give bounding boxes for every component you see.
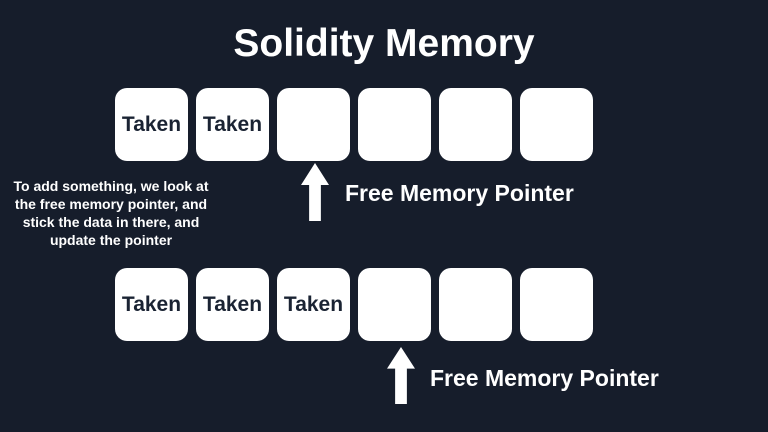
- memory-cell: Taken: [196, 88, 269, 161]
- free-memory-pointer-arrow-icon: [387, 347, 415, 404]
- page-title: Solidity Memory: [233, 22, 535, 65]
- explanation-note-line: To add something, we look at: [13, 178, 209, 194]
- memory-cell-label: Taken: [202, 112, 263, 136]
- memory-cell: Taken: [196, 268, 269, 341]
- memory-cell: [358, 88, 431, 161]
- memory-cell: Taken: [115, 268, 188, 341]
- free-memory-pointer-label: Free Memory Pointer: [345, 180, 574, 206]
- memory-cell: [520, 268, 593, 341]
- free-memory-pointer-arrow-icon: [301, 163, 329, 221]
- memory-cell: [439, 268, 512, 341]
- memory-cell-label: Taken: [283, 292, 344, 316]
- memory-cell: Taken: [277, 268, 350, 341]
- explanation-note: To add something, we look at the free me…: [0, 177, 222, 249]
- memory-cell: [520, 88, 593, 161]
- memory-row-bottom: Taken Taken Taken: [115, 268, 593, 341]
- memory-cell: Taken: [115, 88, 188, 161]
- memory-cell-label: Taken: [121, 292, 182, 316]
- explanation-note-line: stick the data in there, and: [22, 214, 200, 230]
- explanation-note-line: update the pointer: [49, 232, 173, 248]
- memory-cell-label: Taken: [202, 292, 263, 316]
- explanation-note-line: the free memory pointer, and: [14, 196, 208, 212]
- memory-cell: [277, 88, 350, 161]
- memory-row-top: Taken Taken: [115, 88, 593, 161]
- memory-cell: [358, 268, 431, 341]
- free-memory-pointer-label: Free Memory Pointer: [430, 365, 659, 391]
- memory-cell-label: Taken: [121, 112, 182, 136]
- memory-cell: [439, 88, 512, 161]
